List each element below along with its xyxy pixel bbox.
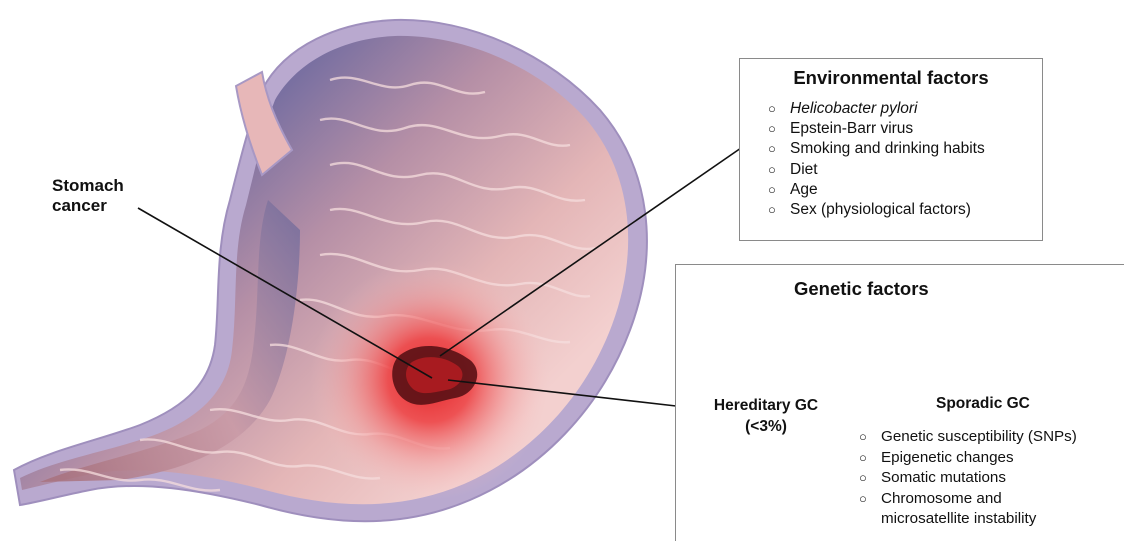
bullet-icon: ○ bbox=[768, 200, 776, 220]
hereditary-gc-heading: Hereditary GC (<3%) bbox=[676, 395, 856, 437]
bullet-icon: ○ bbox=[768, 180, 776, 200]
bullet-icon: ○ bbox=[768, 99, 776, 119]
environmental-factors-box: Environmental factors ○Helicobacter pylo… bbox=[739, 58, 1043, 241]
sporadic-list: ○Genetic susceptibility (SNPs) ○Epigenet… bbox=[859, 427, 1077, 530]
bullet-icon: ○ bbox=[859, 468, 867, 489]
list-item: ○Chromosome and bbox=[859, 489, 1077, 510]
bullet-icon: ○ bbox=[859, 448, 867, 469]
bullet-icon: ○ bbox=[768, 139, 776, 159]
list-item: ○Epigenetic changes bbox=[859, 448, 1077, 469]
genetic-factors-box: Genetic factors Hereditary GC (<3%) Spor… bbox=[675, 264, 1124, 541]
list-item: ○Helicobacter pylori bbox=[768, 99, 985, 119]
label-line-2: cancer bbox=[52, 196, 124, 216]
stomach-cancer-label: Stomach cancer bbox=[52, 176, 124, 216]
environmental-title: Environmental factors bbox=[740, 67, 1042, 89]
label-line-1: Stomach bbox=[52, 176, 124, 196]
list-item: ○Sex (physiological factors) bbox=[768, 200, 985, 220]
list-item: ○Smoking and drinking habits bbox=[768, 139, 985, 159]
list-item: microsatellite instability bbox=[859, 509, 1077, 530]
list-item: ○Somatic mutations bbox=[859, 468, 1077, 489]
list-item: ○Genetic susceptibility (SNPs) bbox=[859, 427, 1077, 448]
environmental-list: ○Helicobacter pylori ○Epstein-Barr virus… bbox=[768, 99, 985, 220]
genetic-title: Genetic factors bbox=[794, 278, 929, 300]
sporadic-gc-heading: Sporadic GC bbox=[936, 395, 1030, 413]
list-item: ○Epstein-Barr virus bbox=[768, 119, 985, 139]
bullet-icon: ○ bbox=[768, 119, 776, 139]
list-item: ○Age bbox=[768, 180, 985, 200]
list-item: ○Diet bbox=[768, 160, 985, 180]
bullet-icon: ○ bbox=[859, 489, 867, 510]
bullet-icon: ○ bbox=[859, 427, 867, 448]
bullet-icon: ○ bbox=[768, 160, 776, 180]
